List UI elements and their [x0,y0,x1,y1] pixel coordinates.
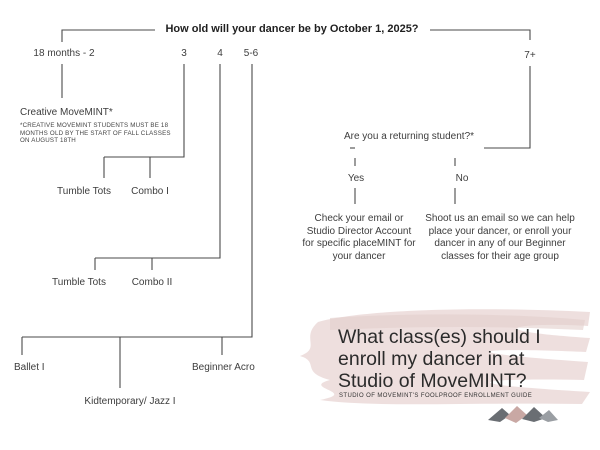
class-tumble-tots-age4: Tumble Tots [52,277,106,288]
yes-instructions: Check your email or Studio Director Acco… [302,213,416,262]
class-ballet-1: Ballet I [14,362,45,373]
no-instructions: Shoot us an email so we can help place y… [425,213,575,262]
creative-age-note: *CREATIVE MOVEMINT STUDENTS MUST BE 18 M… [20,122,171,145]
brush-stroke [300,309,590,405]
class-tumble-tots-age3: Tumble Tots [57,186,111,197]
age-label-3: 3 [181,48,187,59]
answer-no: No [455,173,469,184]
age-label-4: 4 [217,48,223,59]
age-label-5-6: 5-6 [243,48,259,59]
title-line-2: enroll my dancer in at [338,348,525,370]
page-title: What class(es) should I enroll my dancer… [338,326,541,392]
class-creative-movemint: Creative MoveMINT* [20,107,113,118]
studio-logo [488,406,558,423]
title-line-3: Studio of MoveMINT? [338,370,527,392]
page-subtitle: STUDIO OF MOVEMINT'S FOOLPROOF ENROLLMEN… [339,393,533,399]
answer-yes: Yes [347,173,365,184]
returning-student-question: Are you a returning student?* [343,131,475,142]
class-beginner-acro: Beginner Acro [192,362,255,373]
title-line-1: What class(es) should I [338,326,541,348]
class-combo-1: Combo I [131,186,169,197]
age-label-7-plus: 7+ [524,50,536,61]
age-label-18-months: 18 months - 2 [33,48,95,59]
class-kidtemporary-jazz-1: Kidtemporary/ Jazz I [84,396,176,407]
connector-lines [21,29,531,388]
class-combo-2: Combo II [131,277,173,288]
age-question: How old will your dancer be by October 1… [162,23,422,35]
